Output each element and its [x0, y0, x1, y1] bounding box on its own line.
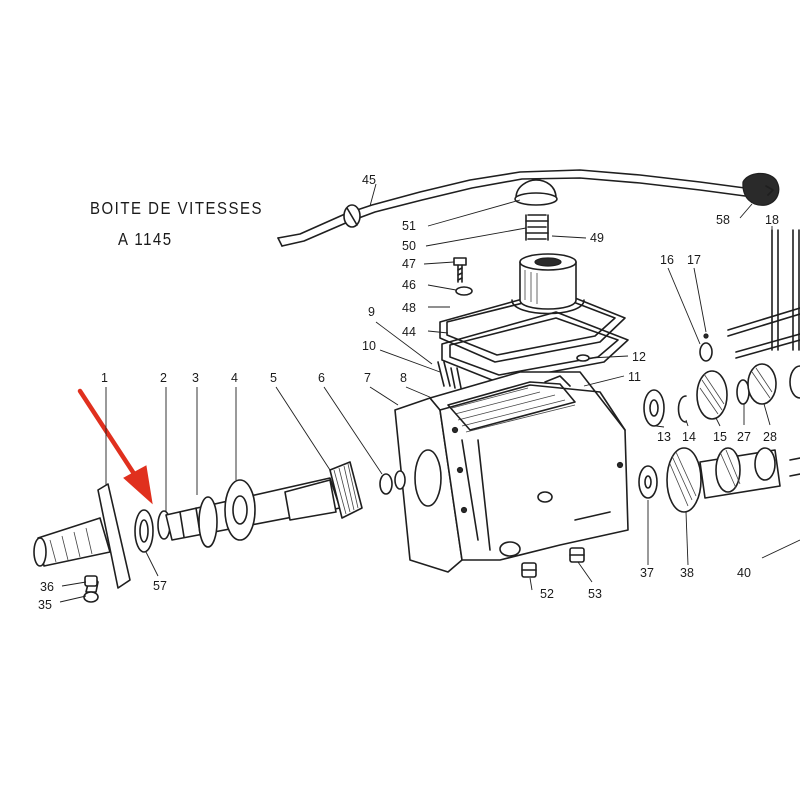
callout-37: 37	[640, 566, 654, 580]
callout-46: 46	[402, 278, 416, 292]
gasket-44	[441, 311, 629, 383]
output-flange-1	[33, 483, 131, 593]
callout-50: 50	[402, 239, 416, 253]
callout-49: 49	[590, 231, 604, 245]
callout-11: 11	[628, 370, 641, 384]
gearbox-housing	[394, 371, 629, 573]
callout-40: 40	[737, 566, 751, 580]
leader-lines	[59, 183, 800, 603]
callout-51: 51	[402, 219, 416, 233]
diagram-reference: A 1145	[118, 230, 173, 250]
callout-17: 17	[687, 253, 701, 267]
callout-48: 48	[402, 301, 416, 315]
callout-45: 45	[362, 173, 376, 187]
callout-35: 35	[38, 598, 52, 612]
boot-and-spring	[514, 179, 558, 241]
callout-27: 27	[737, 430, 751, 444]
callout-1: 1	[101, 371, 108, 385]
callout-47: 47	[402, 257, 416, 271]
drain-plugs	[521, 547, 585, 578]
callout-52: 52	[540, 587, 554, 601]
callout-44: 44	[402, 325, 416, 339]
main-shaft	[165, 461, 406, 548]
layshaft-gears	[638, 229, 800, 513]
callout-16: 16	[660, 253, 674, 267]
callout-13: 13	[657, 430, 671, 444]
diagram-title: BOITE DE VITESSES	[90, 199, 264, 219]
top-cover-48	[439, 253, 626, 363]
callout-53: 53	[588, 587, 602, 601]
callout-4: 4	[231, 371, 238, 385]
callout-36: 36	[40, 580, 54, 594]
nut-36	[83, 575, 99, 603]
callout-18: 18	[765, 213, 779, 227]
callout-15: 15	[713, 430, 727, 444]
callout-7: 7	[364, 371, 371, 385]
red-arrow-indicator	[77, 388, 153, 505]
callout-2: 2	[160, 371, 167, 385]
callout-labels: 1 2 3 4 5 6 7 8 9 10 11 12 13 14 15 16 1…	[38, 173, 779, 612]
washer-57	[134, 509, 171, 553]
callout-6: 6	[318, 371, 325, 385]
callout-8: 8	[400, 371, 407, 385]
callout-38: 38	[680, 566, 694, 580]
callout-57: 57	[153, 579, 167, 593]
gear-lever-45	[277, 169, 780, 247]
callout-10: 10	[362, 339, 376, 353]
callout-3: 3	[192, 371, 199, 385]
callout-9: 9	[368, 305, 375, 319]
callout-58: 58	[716, 213, 730, 227]
callout-5: 5	[270, 371, 277, 385]
callout-28: 28	[763, 430, 777, 444]
callout-12: 12	[632, 350, 646, 364]
callout-14: 14	[682, 430, 696, 444]
dowel-pins	[437, 354, 590, 389]
cover-bolt-47	[453, 257, 473, 296]
